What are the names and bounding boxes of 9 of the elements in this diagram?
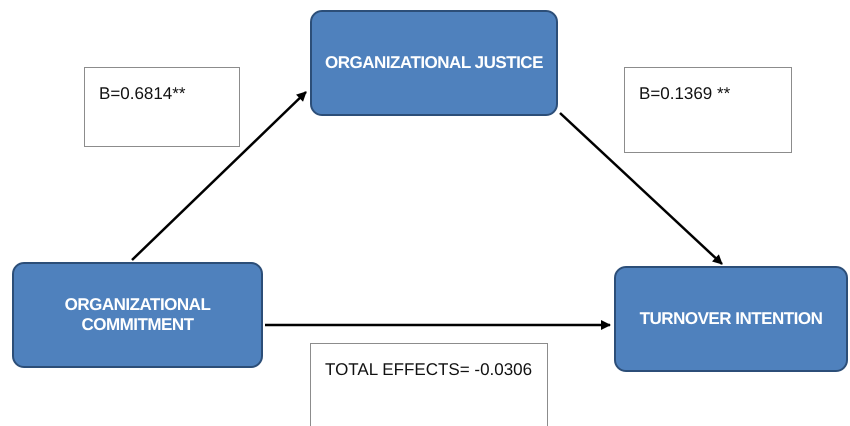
concept-box: TURNOVER INTENTION (614, 266, 848, 372)
arrow (265, 320, 611, 330)
concept-box: ORGANIZATIONAL JUSTICE (310, 10, 558, 116)
arrow (131, 91, 307, 261)
coefficient-box: B=0.6814** (84, 67, 240, 147)
arrow (559, 112, 723, 265)
total-effects-box: TOTAL EFFECTS= -0.0306 (310, 343, 548, 426)
concept-box: ORGANIZATIONAL COMMITMENT (12, 262, 263, 368)
coefficient-box: B=0.1369 ** (624, 67, 792, 153)
